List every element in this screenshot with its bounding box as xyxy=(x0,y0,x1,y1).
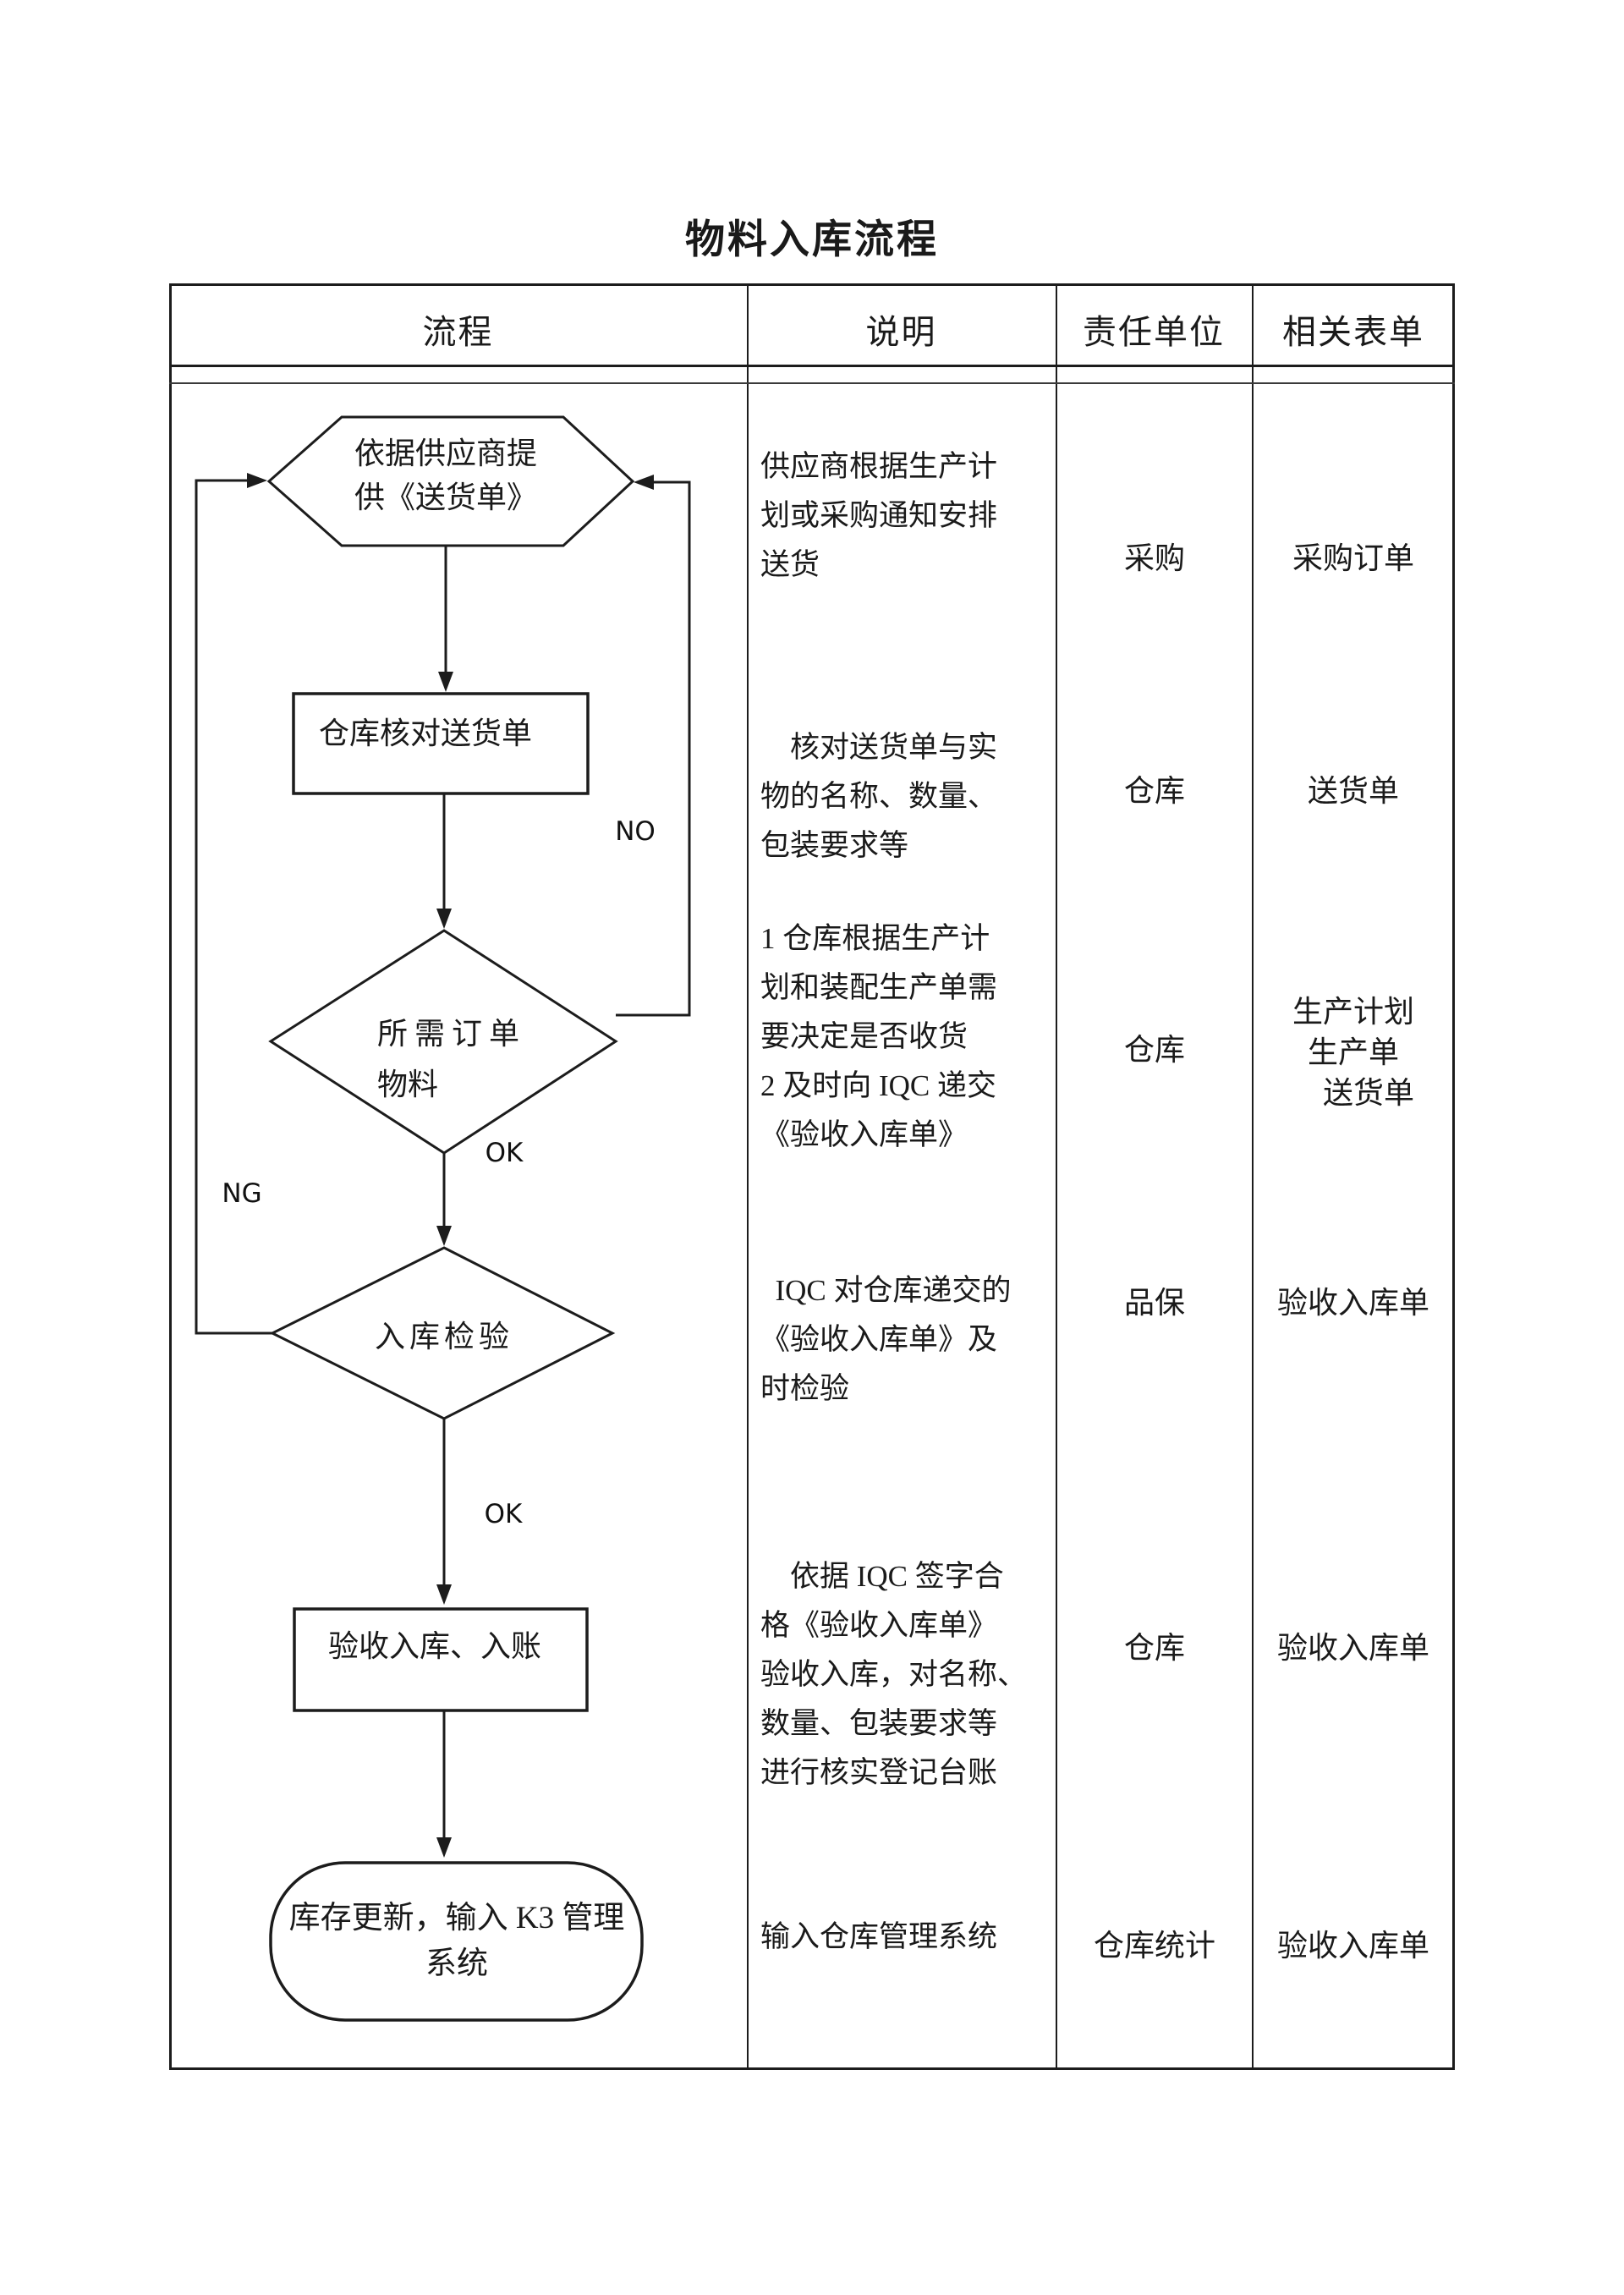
branch-label-ok-1: OK xyxy=(485,1138,524,1168)
arrowhead-receive-rect xyxy=(436,1584,452,1605)
column-divider-2 xyxy=(1056,283,1057,2070)
arrowhead-into-hexagon-left xyxy=(247,473,267,488)
receive-rect xyxy=(293,1607,589,1712)
supplier-hexagon-label: 依据供应商提 供《送货单》 xyxy=(354,436,537,514)
row-6-unit: 仓库统计 xyxy=(1093,1929,1215,1963)
row-3-description: 1 仓库根据生产计 划和装配生产单需 要决定是否收货 2 及时向 IQC 递交 … xyxy=(760,922,998,1151)
row-5-unit: 仓库 xyxy=(1123,1631,1185,1665)
arrowhead-order-diamond xyxy=(436,909,452,929)
table-border xyxy=(169,283,1455,2070)
row-2-form: 送货单 xyxy=(1307,774,1399,808)
branch-label-ng: NG xyxy=(222,1178,262,1209)
branch-label-no: NO xyxy=(615,816,656,847)
row-4-form: 验收入库单 xyxy=(1276,1286,1429,1320)
header-separator-line xyxy=(169,365,1455,367)
row-6-form: 验收入库单 xyxy=(1276,1929,1429,1963)
arrowhead-into-hexagon-right xyxy=(634,475,654,490)
row-2-unit: 仓库 xyxy=(1123,774,1185,808)
order-need-label-line1: 所需订单 xyxy=(377,1017,527,1051)
row-1-description: 供应商根据生产计 划或采购通知安排 送货 xyxy=(760,450,998,581)
row-4-description: IQC 对仓库递交的 《验收入库单》及 时检验 xyxy=(760,1274,1012,1405)
header-description: 说明 xyxy=(865,313,937,351)
row-3-form: 生产计划 生产单 送货单 xyxy=(1292,995,1414,1110)
inspection-label: 入库检验 xyxy=(374,1320,513,1353)
header-process: 流程 xyxy=(422,313,494,351)
row-2-description: 核对送货单与实 物的名称、数量、 包装要求等 xyxy=(760,731,998,862)
row-6-description: 输入仓库管理系统 xyxy=(760,1920,998,1953)
arrowhead-stock-stadium xyxy=(436,1837,452,1858)
stock-update-stadium xyxy=(269,1861,644,2022)
ng-return-connector xyxy=(195,479,272,1335)
order-need-label-line2: 物料 xyxy=(377,1068,439,1101)
warehouse-check-rect xyxy=(292,692,590,795)
warehouse-check-label: 仓库核对送货单 xyxy=(319,717,533,750)
header-related-forms: 相关表单 xyxy=(1282,313,1424,351)
page-title: 物料入库流程 xyxy=(685,218,939,262)
supplier-hexagon xyxy=(266,415,635,547)
arrowhead-inspection-diamond xyxy=(436,1226,452,1246)
row-1-unit: 采购 xyxy=(1123,541,1185,575)
row-1-form: 采购订单 xyxy=(1292,541,1414,575)
header-separator-line-2 xyxy=(169,382,1455,384)
order-need-diamond xyxy=(268,929,618,1155)
row-3-unit: 仓库 xyxy=(1123,1033,1185,1067)
row-4-unit: 品保 xyxy=(1123,1286,1185,1320)
header-responsible-unit: 责任单位 xyxy=(1083,313,1225,351)
row-5-form: 验收入库单 xyxy=(1276,1631,1429,1665)
column-divider-1 xyxy=(747,283,749,2070)
inspection-diamond xyxy=(269,1246,616,1420)
branch-label-ok-2: OK xyxy=(484,1499,523,1529)
column-divider-3 xyxy=(1252,283,1254,2070)
no-return-connector xyxy=(616,480,691,1017)
receive-label: 验收入库、入账 xyxy=(328,1629,542,1663)
row-5-description: 依据 IQC 签字合 格《验收入库单》 验收入库，对名称、 数量、包装要求等 进… xyxy=(760,1560,1028,1789)
arrowhead-check-rect xyxy=(438,672,453,692)
stock-update-label: 库存更新，输入 K3 管理 系统 xyxy=(288,1901,625,1981)
